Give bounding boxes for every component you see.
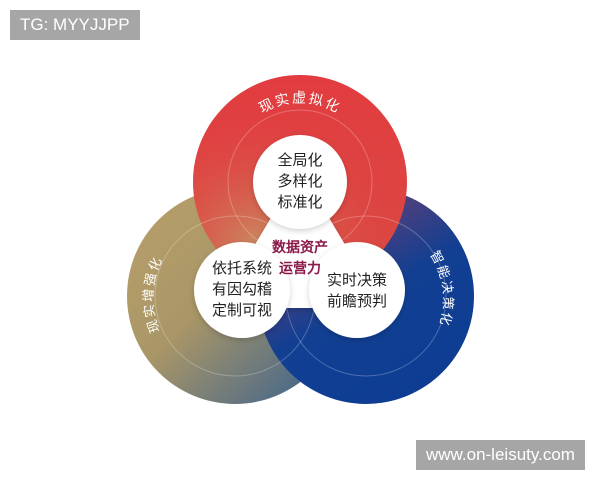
inner-line: 实时决策: [326, 271, 387, 289]
inner-line: 标准化: [277, 193, 323, 211]
inner-line: 全局化: [277, 151, 323, 169]
inner-circle-left: [194, 242, 290, 338]
inner-circle-top: [253, 135, 347, 229]
center-label: 数据资产 运营力: [260, 238, 340, 280]
inner-line: 定制可视: [211, 301, 272, 319]
inner-text-right: 实时决策 前瞻预判: [309, 270, 405, 312]
center-label-line: 运营力: [279, 261, 321, 277]
inner-text-left: 依托系统 有因勾稽 定制可视: [194, 258, 290, 321]
inner-line: 多样化: [277, 172, 323, 190]
inner-line: 有因勾稽: [211, 280, 272, 298]
inner-text-top: 全局化 多样化 标准化: [253, 150, 347, 213]
watermark-top-left: TG: MYYJJPP: [10, 10, 140, 40]
watermark-bottom-right: www.on-leisuty.com: [416, 440, 585, 470]
inner-line: 前瞻预判: [326, 292, 387, 310]
inner-line: 依托系统: [211, 259, 272, 277]
inner-circle-right: [309, 242, 405, 338]
center-label-line: 数据资产: [272, 240, 328, 256]
